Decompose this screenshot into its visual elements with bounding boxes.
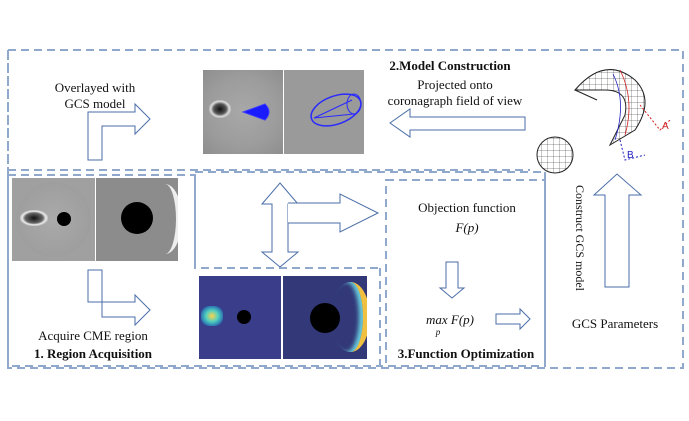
projection-label: Projected onto coronagraph field of view: [380, 77, 530, 109]
panel-function-optimization-border: [385, 179, 546, 367]
left-arrow-projection-icon: [389, 108, 526, 138]
bent-arrow-acquire-icon: [87, 269, 151, 327]
region-acquisition-title: 1. Region Acquisition: [33, 346, 153, 361]
acquire-cme-caption: Acquire CME region: [38, 328, 148, 343]
panel-outer-border: [7, 49, 684, 369]
max-formula: max F(p) p: [410, 312, 490, 337]
projection-label-line1: Projected onto: [417, 77, 493, 92]
bent-arrow-overlay-icon: [87, 102, 151, 161]
sun-sphere: [536, 136, 574, 174]
model-construction-title: 2.Model Construction: [389, 58, 511, 73]
panel-top-separator: [8, 174, 380, 269]
segmented-image-c2: [199, 276, 281, 359]
up-arrow-gcs-icon: [592, 173, 643, 288]
gcs-label-a: A: [662, 121, 669, 132]
coronagraph-image-c3: [96, 178, 178, 261]
max-formula-sub: p: [435, 327, 441, 337]
objective-formula: F(p): [455, 220, 479, 235]
function-optimization-title: 3.Function Optimization: [397, 346, 535, 361]
max-formula-main: max F(p): [425, 312, 474, 327]
right-arrow-to-gcs-icon: [495, 307, 531, 331]
overlay-label: Overlayed with GCS model: [40, 80, 150, 112]
gcs-label-b: B: [627, 150, 634, 161]
down-arrow-optimization-icon: [438, 261, 466, 299]
segmented-image-c3: [283, 276, 367, 359]
overlay-image-right: [284, 70, 364, 154]
coronagraph-image-c2: [12, 178, 95, 261]
construct-gcs-label: Construct GCS model: [573, 184, 587, 291]
right-arrow-middle-icon: [288, 193, 380, 233]
overlay-label-line2: GCS model: [64, 96, 126, 111]
overlay-image-left: [203, 70, 283, 154]
gcs-parameters-label: GCS Parameters: [571, 316, 659, 331]
objective-label: Objection function: [418, 200, 516, 215]
projection-label-line2: coronagraph field of view: [387, 93, 523, 108]
gcs-wireframe-model: [536, 69, 671, 174]
overlay-label-line1: Overlayed with: [54, 80, 136, 95]
vertical-double-arrow-icon: [260, 182, 300, 268]
